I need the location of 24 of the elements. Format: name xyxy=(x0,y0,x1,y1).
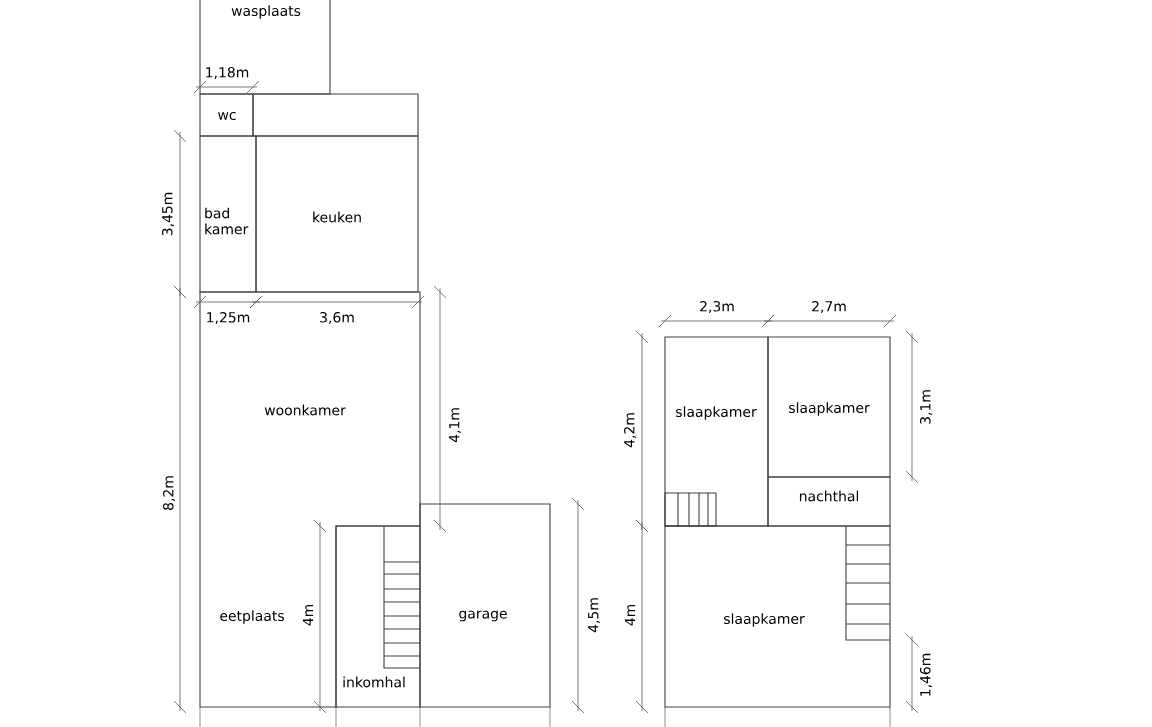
room: bad kamer xyxy=(199,135,257,293)
room: garage xyxy=(419,503,551,708)
dimension-label: 4,2m xyxy=(624,413,636,448)
room-outline xyxy=(252,93,419,137)
room: inkomhal xyxy=(335,525,421,708)
room: wc xyxy=(199,93,254,137)
dimension-label: 2,7m xyxy=(812,301,846,313)
dimension-label: 3,45m xyxy=(162,192,174,236)
room: slaapkamer xyxy=(767,336,891,478)
dimension-label: 4m xyxy=(624,604,636,626)
dimension-label: 3,6m xyxy=(320,312,354,324)
dimension-label: 1,46m xyxy=(920,653,932,696)
dimension-label: 4,5m xyxy=(588,598,600,633)
dimension-label: 1,25m xyxy=(207,312,250,324)
dimension-label: 8,2m xyxy=(163,476,175,510)
room: nachthal xyxy=(767,476,891,527)
room: keuken xyxy=(255,135,419,293)
room: slaapkamer xyxy=(664,336,769,527)
room: slaapkamer xyxy=(664,525,891,708)
dimension-label: 1,18m xyxy=(206,67,249,79)
dimension-label: 4,1m xyxy=(449,408,461,443)
dimension-label: 4m xyxy=(302,604,314,626)
dimension-label: 3,1m xyxy=(920,390,932,424)
dimension-label: 2,3m xyxy=(700,301,734,313)
